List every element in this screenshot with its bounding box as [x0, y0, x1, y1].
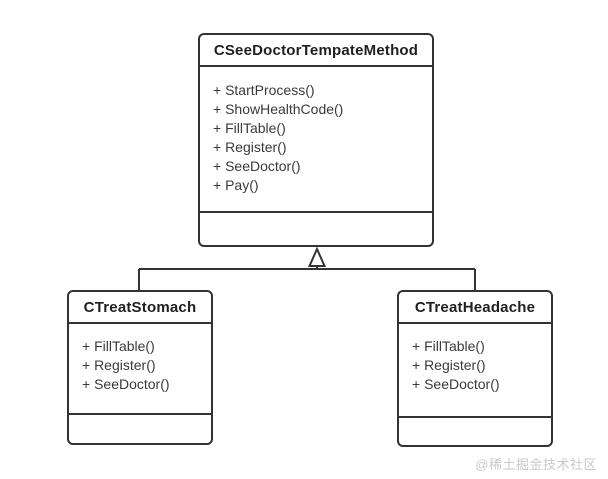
method-item: + Register()	[82, 357, 156, 373]
class-methods-compartment: + FillTable() + Register() + SeeDoctor()	[69, 324, 211, 413]
method-item: + Pay()	[213, 177, 259, 193]
method-item: + SeeDoctor()	[213, 158, 301, 174]
empty-compartment	[399, 416, 551, 445]
class-box-treat-stomach: CTreatStomach + FillTable() + Register()…	[67, 290, 213, 445]
method-item: + StartProcess()	[213, 82, 315, 98]
class-name: CSeeDoctorTempateMethod	[200, 35, 432, 67]
watermark: @稀土掘金技术社区	[475, 457, 597, 472]
method-item: + FillTable()	[213, 120, 286, 136]
empty-compartment	[69, 413, 211, 443]
class-methods-compartment: + FillTable() + Register() + SeeDoctor()	[399, 324, 551, 416]
method-item: + SeeDoctor()	[412, 376, 500, 392]
method-item: + FillTable()	[412, 338, 485, 354]
method-item: + Register()	[412, 357, 486, 373]
inheritance-triangle-icon	[307, 246, 327, 267]
class-box-treat-headache: CTreatHeadache + FillTable() + Register(…	[397, 290, 553, 447]
empty-compartment	[200, 211, 432, 245]
method-item: + SeeDoctor()	[82, 376, 170, 392]
class-methods-compartment: + StartProcess() + ShowHealthCode() + Fi…	[200, 67, 432, 211]
method-item: + Register()	[213, 139, 287, 155]
method-item: + FillTable()	[82, 338, 155, 354]
method-item: + ShowHealthCode()	[213, 101, 344, 117]
class-name: CTreatStomach	[69, 292, 211, 324]
class-box-template-method: CSeeDoctorTempateMethod + StartProcess()…	[198, 33, 434, 247]
class-name: CTreatHeadache	[399, 292, 551, 324]
